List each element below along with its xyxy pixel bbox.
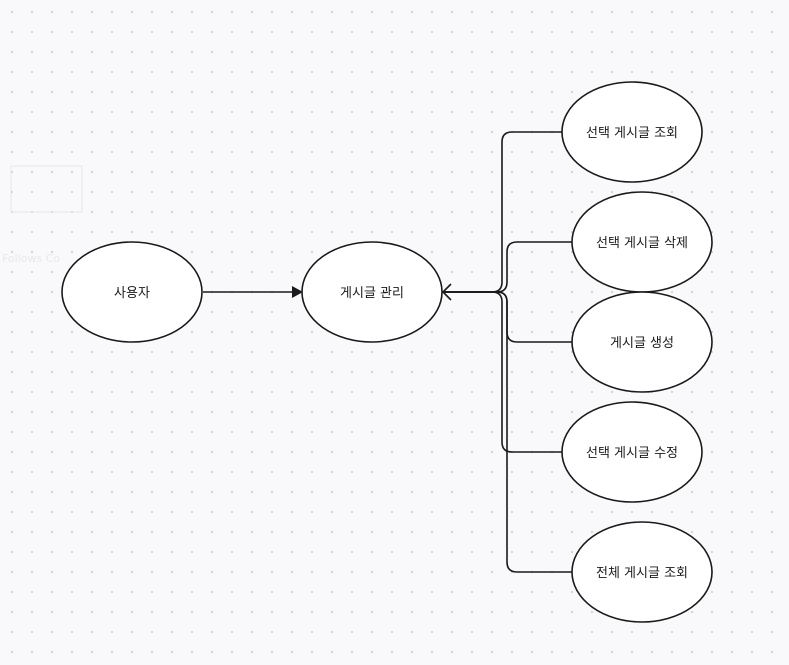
ghost-label: Follows Co: [2, 252, 60, 265]
node-manage-label: 게시글 관리: [340, 286, 404, 301]
node-user[interactable]: 사용자: [61, 241, 203, 343]
node-view-all[interactable]: 전체 게시글 조회: [571, 521, 713, 623]
ghost-shape: [10, 165, 83, 213]
node-create[interactable]: 게시글 생성: [571, 291, 713, 393]
node-user-label: 사용자: [114, 286, 150, 301]
open-arrowhead: [441, 283, 452, 301]
node-edit-selected[interactable]: 선택 게시글 수정: [561, 401, 703, 503]
node-delete-selected-label: 선택 게시글 삭제: [596, 236, 688, 251]
node-create-label: 게시글 생성: [610, 336, 674, 351]
node-manage[interactable]: 게시글 관리: [301, 241, 443, 343]
edge-view-selected-to-manage[interactable]: [443, 131, 562, 293]
node-delete-selected[interactable]: 선택 게시글 삭제: [571, 191, 713, 293]
node-view-selected[interactable]: 선택 게시글 조회: [561, 81, 703, 183]
node-edit-selected-label: 선택 게시글 수정: [586, 446, 678, 461]
node-view-selected-label: 선택 게시글 조회: [586, 126, 678, 141]
edge-edit-selected-to-manage[interactable]: [443, 291, 562, 453]
node-view-all-label: 전체 게시글 조회: [596, 566, 688, 581]
edge-view-all-to-manage[interactable]: [443, 291, 572, 573]
edge-delete-selected-to-manage[interactable]: [443, 241, 572, 293]
